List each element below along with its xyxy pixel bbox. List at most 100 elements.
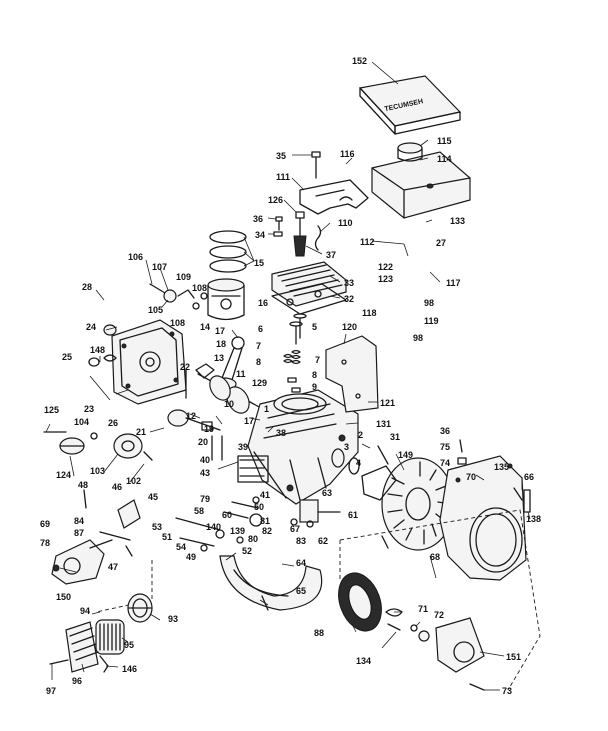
part-seals <box>331 448 360 475</box>
callout-label-13: 13 <box>214 353 224 363</box>
callout-label-123: 123 <box>378 274 393 284</box>
callout-label-69: 69 <box>40 519 50 529</box>
callout-label-67: 67 <box>290 524 300 534</box>
callout-label-107: 107 <box>152 262 167 272</box>
part-governor-linkage <box>83 489 141 557</box>
callout-label-32: 32 <box>344 294 354 304</box>
part-114-fuel-tank <box>371 142 471 219</box>
callout-label-22: 22 <box>180 362 190 372</box>
callout-label-62: 62 <box>318 536 328 546</box>
part-33-cylinder-head <box>271 261 347 315</box>
callout-label-24: 24 <box>86 322 96 332</box>
part-135-blower-housing <box>439 455 531 581</box>
callout-label-58: 58 <box>194 506 204 516</box>
callout-label-21: 21 <box>136 427 146 437</box>
callout-label-34: 34 <box>255 230 265 240</box>
callout-label-36a: 36 <box>253 214 263 224</box>
callout-label-88: 88 <box>314 628 324 638</box>
callout-label-94: 94 <box>80 606 90 616</box>
callout-label-64: 64 <box>296 558 306 568</box>
callout-label-31: 31 <box>390 432 400 442</box>
callout-label-37: 37 <box>326 250 336 260</box>
part-1-engine-block <box>237 389 359 505</box>
callout-label-138: 138 <box>526 514 541 524</box>
callout-label-73: 73 <box>502 686 512 696</box>
callout-label-120: 120 <box>342 322 357 332</box>
callout-label-140: 140 <box>206 522 221 532</box>
callout-label-111: 111 <box>276 172 290 182</box>
part-11-crankshaft <box>195 363 273 415</box>
callout-label-119: 119 <box>424 316 439 326</box>
callout-label-79: 79 <box>200 494 210 504</box>
callout-label-80: 80 <box>248 534 258 544</box>
callout-label-125: 125 <box>44 405 59 415</box>
callout-label-139: 139 <box>230 526 245 536</box>
leader-lines <box>45 61 531 691</box>
part-governor <box>149 283 208 310</box>
part-111-tank-bracket <box>299 151 369 215</box>
part-15-piston-rings <box>209 230 247 273</box>
callout-label-78: 78 <box>40 538 50 548</box>
callout-label-96: 96 <box>72 676 82 686</box>
callout-label-115: 115 <box>437 136 452 146</box>
callout-label-48: 48 <box>78 480 88 490</box>
callout-label-26: 26 <box>108 418 118 428</box>
callout-label-16: 16 <box>258 298 268 308</box>
callout-label-23: 23 <box>84 404 94 414</box>
callout-label-39: 39 <box>238 442 248 452</box>
callout-label-146: 146 <box>122 664 137 674</box>
part-starter-cup <box>385 608 485 691</box>
callout-label-95: 95 <box>124 640 134 650</box>
part-121-shroud <box>325 335 379 413</box>
callout-label-75: 75 <box>440 442 450 452</box>
callout-label-46: 46 <box>112 482 122 492</box>
callout-label-152: 152 <box>352 56 367 66</box>
callout-label-129: 129 <box>252 378 267 388</box>
callout-label-105: 105 <box>148 305 163 315</box>
callout-label-43: 43 <box>200 468 210 478</box>
callout-label-60: 60 <box>222 510 232 520</box>
callout-label-33: 33 <box>344 278 354 288</box>
part-valves <box>283 313 307 393</box>
callout-label-74: 74 <box>440 458 450 468</box>
callout-label-25: 25 <box>62 352 72 362</box>
callout-label-19: 19 <box>204 424 214 434</box>
callout-label-108a: 108 <box>192 283 207 293</box>
callout-label-50: 50 <box>254 502 264 512</box>
callout-label-133: 133 <box>450 216 465 226</box>
parts-artwork: TECUMSEH <box>43 75 541 691</box>
callout-label-83: 83 <box>296 536 306 546</box>
callout-label-134: 134 <box>356 656 371 666</box>
callout-label-12: 12 <box>186 411 196 421</box>
callout-label-15: 15 <box>254 258 264 268</box>
callout-label-14: 14 <box>200 322 210 332</box>
callout-label-20: 20 <box>198 437 208 447</box>
callout-label-17a: 17 <box>215 326 225 336</box>
callout-label-27: 27 <box>436 238 446 248</box>
part-14-piston <box>207 278 245 321</box>
callout-label-61: 61 <box>348 510 358 520</box>
callout-label-87: 87 <box>74 528 84 538</box>
callout-label-98b: 98 <box>413 333 423 343</box>
callout-label-38: 38 <box>276 428 286 438</box>
callout-label-7b: 7 <box>315 355 320 365</box>
part-ignition <box>249 496 341 528</box>
callout-label-28: 28 <box>82 282 92 292</box>
callout-label-124: 124 <box>56 470 71 480</box>
part-150-carburetor <box>51 539 113 585</box>
callout-label-82: 82 <box>262 526 272 536</box>
grouping-dashed-lines <box>95 509 541 691</box>
callout-label-150: 150 <box>56 592 71 602</box>
part-23-crankcase-cover <box>88 319 187 405</box>
callout-label-104: 104 <box>74 417 89 427</box>
part-camshaft <box>167 369 223 461</box>
callout-label-108b: 108 <box>170 318 185 328</box>
part-88-starter-pulley <box>338 572 382 632</box>
callout-label-3: 3 <box>344 442 349 452</box>
callout-label-117: 117 <box>446 278 461 288</box>
callout-label-51: 51 <box>162 532 172 542</box>
callout-label-131: 131 <box>376 419 391 429</box>
callout-label-110: 110 <box>338 218 353 228</box>
callout-label-9: 9 <box>312 382 317 392</box>
